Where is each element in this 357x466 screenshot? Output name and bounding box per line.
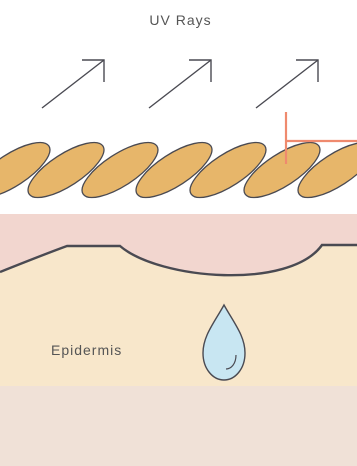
epidermis-label: Epidermis	[51, 342, 122, 358]
epidermis-layer	[0, 272, 357, 386]
arrow-up-right-icon	[256, 60, 318, 108]
arrow-up-right-icon	[149, 60, 211, 108]
lower-skin-layer	[0, 386, 357, 466]
uv-rays-label: UV Rays	[0, 12, 357, 28]
arrow-up-right-icon	[42, 60, 104, 108]
corneocyte-scales	[0, 133, 357, 208]
